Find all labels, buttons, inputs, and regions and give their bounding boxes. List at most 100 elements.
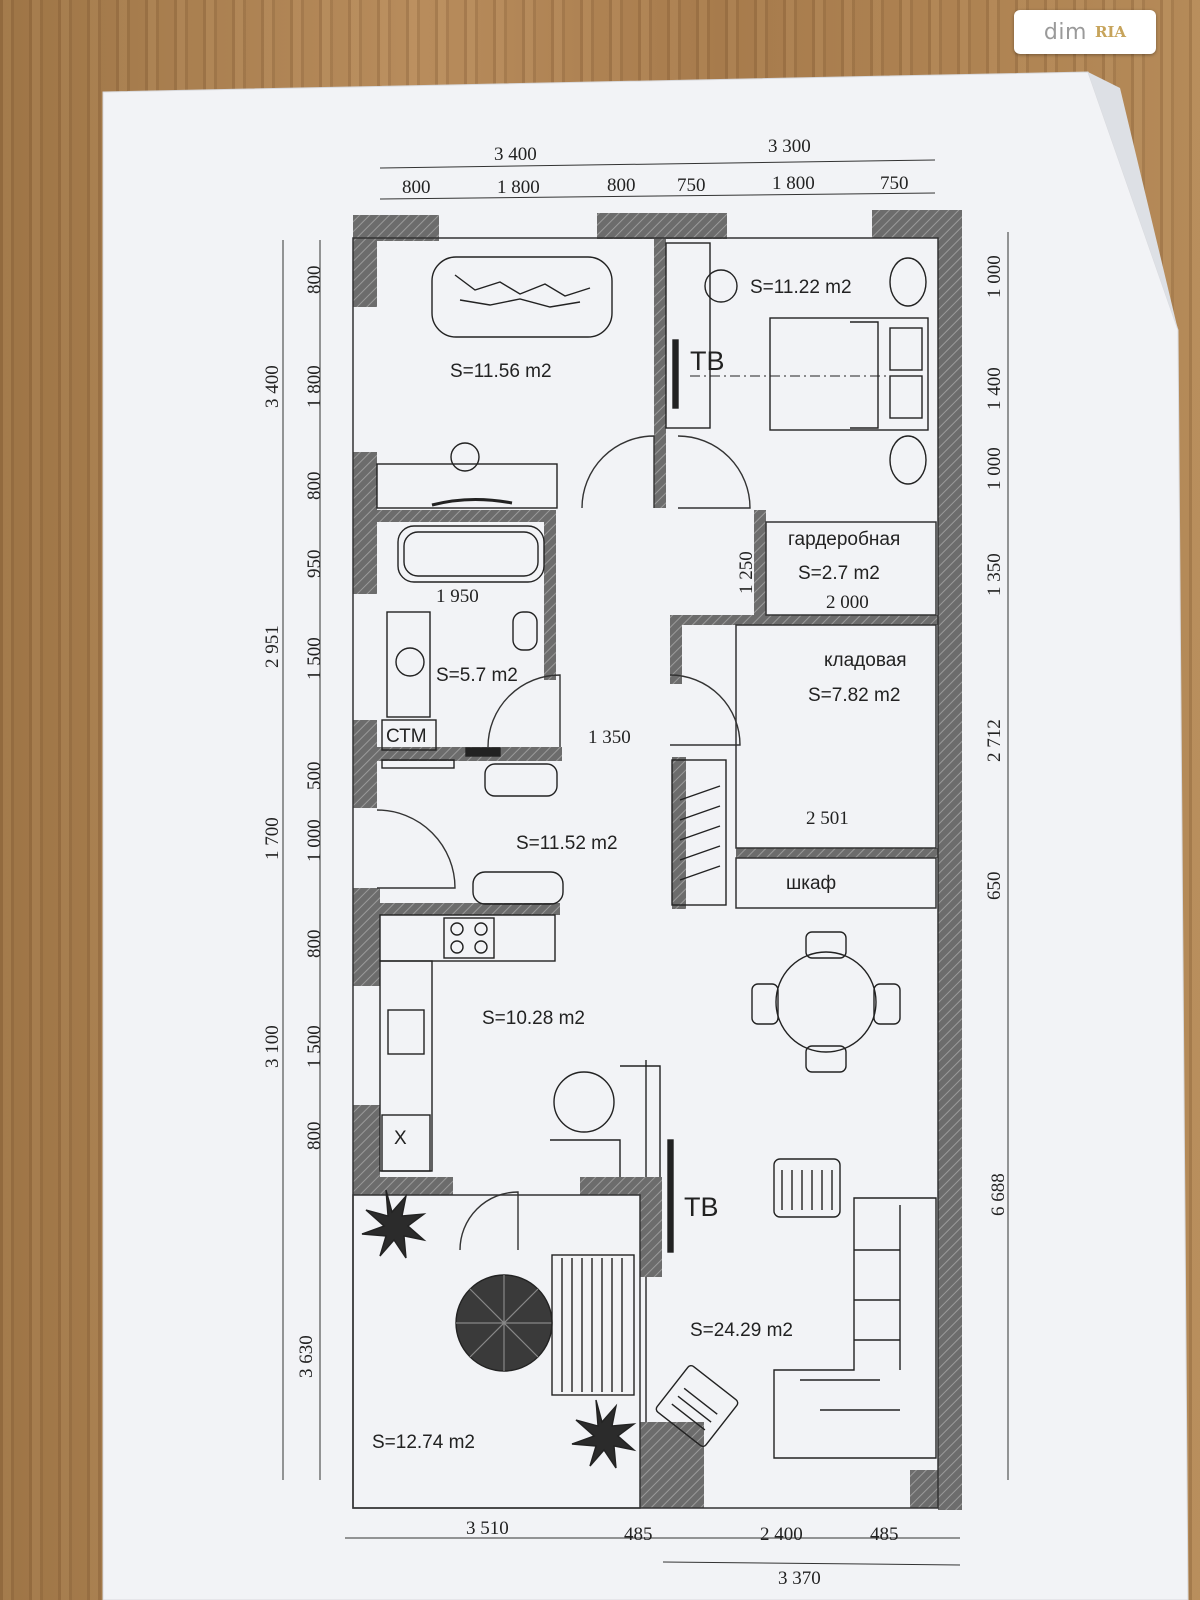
armchair-top [773, 1158, 841, 1218]
dim-left-inner-9: 1 500 [304, 1025, 325, 1068]
wall-kitchen-bottom-right [580, 1177, 646, 1195]
fridge [381, 1114, 431, 1172]
dim-wardrobe-depth: 1 250 [736, 551, 757, 594]
door-entrance [376, 809, 456, 889]
room-labels: S=11.56 m2 S=11.22 m2 ТВ гардеробная S=2… [372, 277, 907, 1453]
shoe-rack-hangers [679, 785, 721, 881]
room-area-hall: S=11.52 m2 [516, 833, 618, 854]
wall-left-kitchen-top [353, 888, 380, 986]
paper-curl [1088, 72, 1178, 330]
left-dimension-text: 3 400 2 951 1 700 3 100 3 630 800 1 800 … [262, 266, 325, 1379]
room-area-kitchen: S=10.28 m2 [482, 1008, 585, 1029]
wall-right-outer [938, 210, 962, 1510]
dim-top-seg-5: 1 800 [772, 173, 815, 194]
dim-top-seg-3: 800 [607, 175, 636, 196]
dim-hall-width: 1 350 [588, 727, 631, 748]
dim-bottom-4: 485 [870, 1524, 899, 1545]
plant-1 [361, 1189, 427, 1259]
dimline-top-total [379, 159, 936, 169]
kitchen-partition [550, 1065, 661, 1177]
dim-top-seg-6: 750 [880, 173, 909, 194]
dimline-bottom-total [662, 1561, 961, 1566]
dim-left-inner-5: 1 500 [304, 637, 325, 680]
dim-left-outer-2: 2 951 [262, 625, 283, 668]
room-name-pantry: кладовая [824, 650, 907, 671]
room-area-wardrobe: S=2.7 m2 [798, 563, 880, 584]
wall-kitchen-bottom-left [353, 1177, 453, 1195]
dining-chair-left [751, 983, 779, 1025]
wall-wardrobe-left [754, 510, 766, 617]
loggia-table-pattern [456, 1275, 552, 1371]
armchair-bottom [655, 1364, 739, 1448]
walls [353, 210, 962, 1510]
dim-bottom-2: 485 [624, 1524, 653, 1545]
dim-bottom-3: 2 400 [760, 1524, 803, 1545]
dim-left-inner-7: 1 000 [304, 819, 325, 862]
armchair-top-stripes [781, 1170, 833, 1210]
wall-bath-right [544, 510, 556, 680]
dim-wardrobe-width: 2 000 [826, 592, 869, 613]
room-area-loggia: S=12.74 m2 [372, 1432, 475, 1453]
wall-kitchen-top [380, 903, 560, 915]
tv-label-bedroom2: ТВ [690, 346, 725, 376]
bathtub-inner [403, 531, 539, 577]
logo-brand: dim [1043, 19, 1087, 45]
sofa-bedroom1 [431, 256, 613, 338]
wall-closet-top [736, 848, 940, 858]
bed [769, 317, 929, 431]
door-bedroom2 [677, 435, 751, 509]
burner-4 [474, 940, 488, 954]
room-area-pantry: S=7.82 m2 [808, 685, 900, 706]
dining-table [775, 951, 877, 1053]
tv-living [667, 1139, 674, 1253]
dim-left-inner-8: 800 [304, 930, 325, 959]
room-area-bedroom1: S=11.56 m2 [450, 361, 552, 382]
dimria-logo[interactable]: dim RIA [1014, 10, 1156, 54]
kitchen-round-table [553, 1071, 615, 1133]
washer [381, 719, 437, 751]
wardrobe-bedroom2 [665, 242, 711, 429]
armchair-bottom-stripes [671, 1387, 718, 1431]
wall-pantry-top [670, 615, 940, 625]
bed-pillow-1 [889, 327, 923, 371]
interior-dimension-text: 1 950 1 250 2 000 1 350 2 501 [436, 551, 869, 829]
dim-right-7: 6 688 [988, 1173, 1009, 1216]
room-area-bathroom: S=5.7 m2 [436, 665, 518, 686]
burner-2 [474, 922, 488, 936]
dim-left-inner-3: 800 [304, 472, 325, 501]
dim-right-2: 1 400 [984, 367, 1005, 410]
dim-left-inner-10: 800 [304, 1122, 325, 1151]
door-bedroom1 [581, 435, 655, 509]
toilet [512, 611, 538, 651]
dim-bottom-total: 3 370 [778, 1568, 821, 1589]
wardrobe-outline [765, 521, 937, 616]
dim-left-inner-1: 800 [304, 266, 325, 295]
dim-left-outer-5: 3 630 [296, 1335, 317, 1378]
room-area-living: S=24.29 m2 [690, 1320, 793, 1341]
dining-chair-top [805, 931, 847, 959]
pantry-outline [735, 624, 937, 849]
wall-left-kitchen-bottom [353, 1105, 380, 1187]
wall-top-middle [597, 213, 727, 239]
kitchen-counter-top [379, 914, 556, 962]
room-area-bedroom2: S=11.22 m2 [750, 277, 852, 298]
bed-fold [850, 321, 879, 429]
burner-3 [450, 940, 464, 954]
dim-left-outer-4: 3 100 [262, 1025, 283, 1068]
hall-pouf [472, 871, 564, 905]
dim-left-inner-2: 1 800 [304, 365, 325, 408]
door-bathroom [487, 674, 561, 748]
dim-bath-width: 1 950 [436, 586, 479, 607]
nightstand-top [889, 257, 927, 307]
loggia-daybed [551, 1254, 635, 1396]
dimension-lines [282, 159, 1009, 1566]
room-name-wardrobe: гардеробная [788, 529, 900, 550]
dim-right-6: 650 [984, 872, 1005, 901]
desk-lamp-arc [431, 497, 513, 507]
dim-right-4: 1 350 [984, 553, 1005, 596]
wall-bath-top [377, 510, 552, 522]
corner-sofa [773, 1197, 937, 1459]
dim-top-seg-4: 750 [677, 175, 706, 196]
wall-bottom-right [910, 1470, 962, 1508]
shoe-rack [671, 759, 727, 906]
